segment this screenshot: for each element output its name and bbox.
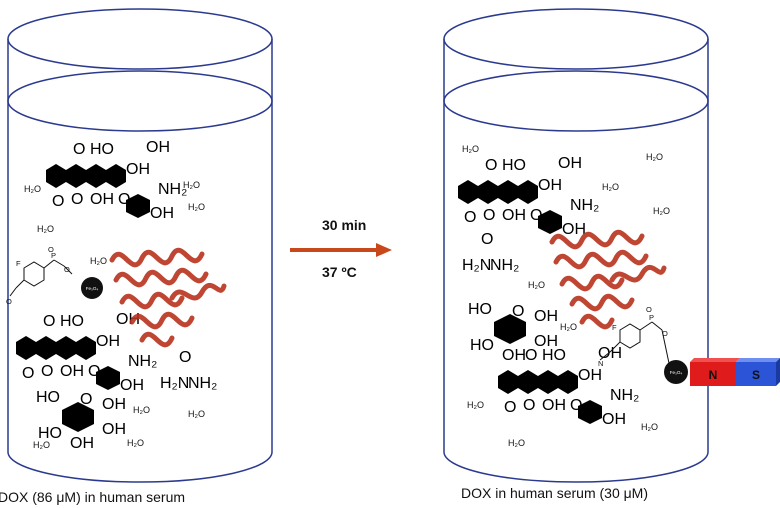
right-beaker-rim: [443, 8, 709, 70]
oxygen-label: O: [48, 245, 54, 254]
left-beaker: [7, 8, 273, 483]
left-doxorubicin-molecule-top: [46, 139, 188, 226]
water-label: H₂O: [24, 184, 41, 194]
water-label: H₂O: [127, 438, 144, 448]
left-serum-albumin-protein: [112, 250, 224, 345]
water-label: H₂O: [602, 182, 619, 192]
water-label: H₂O: [37, 224, 54, 234]
magnet-north-pole: [690, 362, 736, 386]
water-label: H₂O: [560, 322, 577, 332]
phosphorus-label: P: [51, 251, 56, 260]
left-fe3o4-nanoparticle: Fe₃O₄: [81, 277, 103, 299]
left-beaker-bottom: [7, 451, 273, 483]
water-label: H₂O: [467, 400, 484, 410]
oxygen-label: O: [64, 265, 70, 274]
right-beaker: [443, 8, 709, 483]
reaction-temperature: 37 ºC: [322, 264, 357, 280]
left-caption: DOX (86 μM) in human serum: [0, 489, 185, 505]
water-label: H₂O: [90, 256, 107, 266]
fe3o4-label: Fe₃O₄: [670, 370, 683, 375]
right-fluorophenyl-imine-phosphonate-ligand: F P O O N: [598, 305, 671, 369]
oxygen-label: O: [646, 305, 652, 314]
water-label: H₂O: [462, 144, 479, 154]
right-beaker-bottom: [443, 451, 709, 483]
reaction-arrow: [290, 243, 392, 257]
left-doxorubicin-molecule-bottom: [16, 311, 158, 398]
imine-nitrogen-label: N: [598, 359, 603, 368]
water-label: H₂O: [183, 180, 200, 190]
fluorine-label: F: [16, 259, 21, 268]
water-label: H₂O: [33, 440, 50, 450]
phosphorus-label: P: [649, 313, 654, 322]
right-beaker-surface: [443, 70, 709, 132]
left-beaker-rim: [7, 8, 273, 70]
magnet-south-pole: [736, 362, 776, 386]
water-label: H₂O: [646, 152, 663, 162]
left-beaker-surface: [7, 70, 273, 132]
water-label: H₂O: [528, 280, 545, 290]
water-label: H₂O: [641, 422, 658, 432]
left-water-labels: H₂O H₂O H₂O H₂O H₂O H₂O H₂O H₂O H₂O: [24, 180, 205, 450]
water-label: H₂O: [133, 405, 150, 415]
right-urea-molecule: [462, 231, 520, 274]
right-fe3o4-nanoparticle: Fe₃O₄: [664, 360, 688, 384]
water-label: H₂O: [188, 202, 205, 212]
right-caption: DOX in human serum (30 μM): [461, 485, 648, 501]
water-label: H₂O: [653, 206, 670, 216]
left-urea-molecule: [160, 349, 218, 392]
water-label: H₂O: [188, 409, 205, 419]
oxygen-label: O: [6, 297, 12, 306]
left-fluorophenyl-phosphonate-ligand: F P O O O: [6, 245, 73, 306]
magnet-north-label: N: [709, 368, 718, 382]
right-doxorubicin-molecule-free: [458, 155, 600, 242]
water-label: H₂O: [508, 438, 525, 448]
bar-magnet: N S: [690, 358, 780, 386]
fluorine-label: F: [612, 323, 617, 332]
right-water-labels: H₂O H₂O H₂O H₂O H₂O H₂O H₂O H₂O H₂O: [462, 144, 670, 448]
oxygen-label: O: [662, 329, 668, 338]
reaction-time: 30 min: [322, 217, 366, 233]
fe3o4-label: Fe₃O₄: [86, 286, 99, 291]
magnet-south-label: S: [752, 368, 760, 382]
